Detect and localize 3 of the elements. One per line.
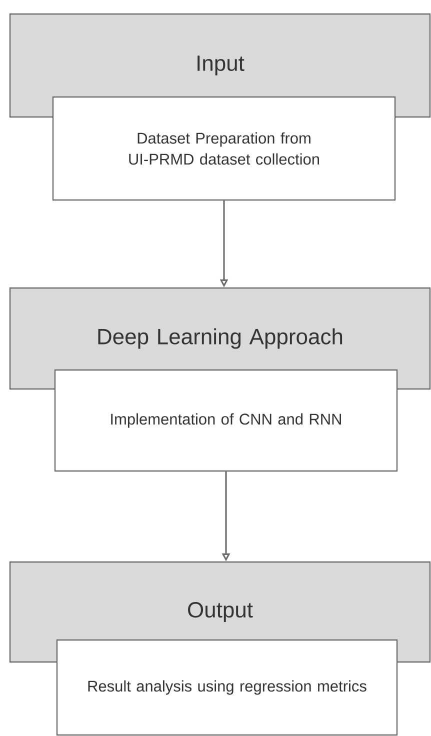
process-box: Implementation of CNN and RNN [54,369,398,472]
process-box: Dataset Preparation from UI-PRMD dataset collection [52,96,396,201]
process-box: Result analysis using regression metrics [56,639,398,736]
